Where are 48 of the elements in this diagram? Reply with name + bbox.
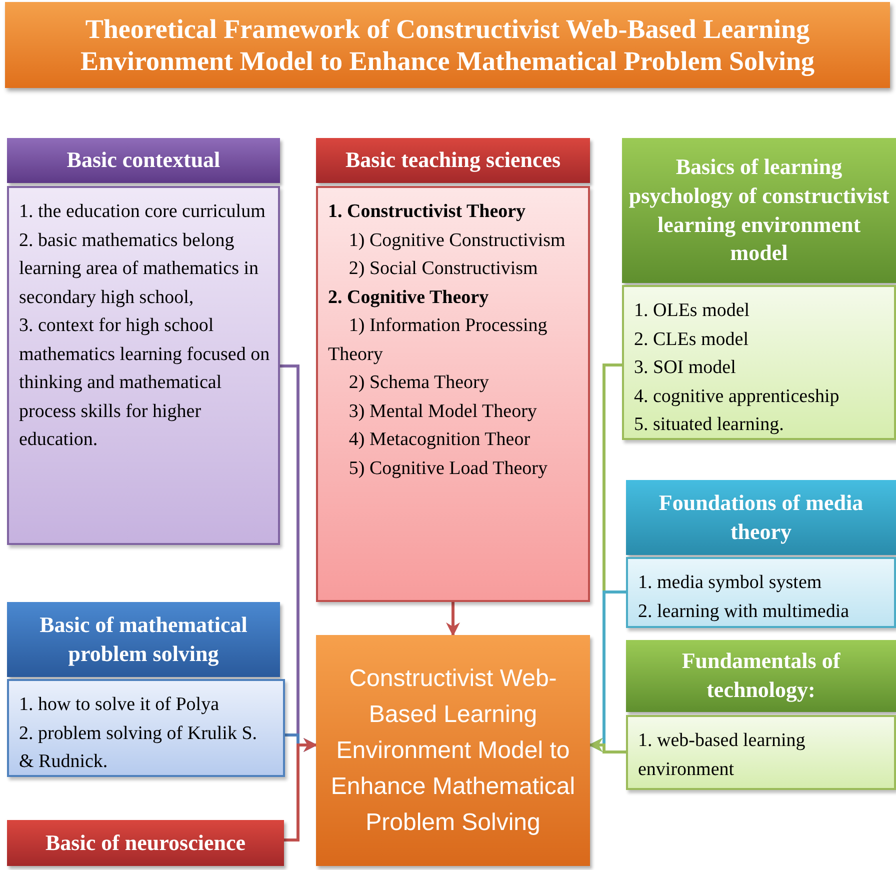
- header-text: Basic teaching sciences: [344, 146, 562, 174]
- list-item: 5. situated learning.: [634, 413, 785, 437]
- list-panel: [7, 186, 280, 545]
- list-item: 2. basic mathematics belong learning area of mathematics in secondary high school,: [19, 228, 260, 310]
- model-text: Constructivist Web-Based Learning Environment Model to Enhance Mathematical Problem Solving: [330, 664, 576, 838]
- list-item: 4. cognitive apprenticeship: [634, 384, 840, 408]
- section-header: [7, 602, 280, 677]
- list-item: 2. learning with multimedia: [638, 600, 850, 624]
- list-item: 1. media symbol system: [638, 571, 823, 595]
- list-item: 3. SOI model: [634, 356, 737, 380]
- section-header: [7, 820, 284, 866]
- section-header: [626, 640, 896, 712]
- title-banner: Theoretical Framework of Constructivist Web-Based Learning Environment Model to Enhance Mathematical Problem Solving: [5, 2, 890, 88]
- list-item: 2. Cognitive Theory: [328, 286, 490, 310]
- list-item: 3) Mental Model Theory: [348, 400, 538, 424]
- connector-arrow: [284, 738, 318, 842]
- list-item: 1) Information Processing Theory: [328, 314, 548, 366]
- header-text: Basic of mathematical problem solving: [38, 610, 248, 668]
- list-item: 1. how to solve it of Polya: [19, 693, 220, 717]
- section-header: [622, 138, 896, 283]
- header-text: Basic of neuroscience: [44, 828, 246, 857]
- list-item: 1. the education core curriculum: [19, 200, 266, 224]
- list-panel: [626, 557, 896, 628]
- header-text: Basic contextual: [66, 146, 222, 174]
- connector-arrow: [446, 602, 460, 636]
- list-panel: [622, 285, 896, 440]
- list-item: 3. context for high school mathematics learning focused on thinking and mathematical process skills for higher education.: [19, 314, 270, 452]
- list-item: 2. problem solving of Krulik S. & Rudnick.: [19, 722, 258, 774]
- list-item: 2. CLEs model: [634, 328, 750, 352]
- section-header: [7, 138, 280, 183]
- header-text: Foundations of media theory: [658, 488, 864, 546]
- list-item: 1. OLEs model: [634, 299, 751, 323]
- list-item: 4) Metacognition Theor: [348, 428, 532, 452]
- list-item: 1. Constructivist Theory: [328, 200, 527, 224]
- list-item: 2) Schema Theory: [348, 371, 490, 395]
- model-box: [316, 635, 590, 866]
- header-text: Basics of learning psychology of constructivist learning environment model: [628, 153, 890, 268]
- list-panel: [7, 679, 285, 777]
- list-panel: [316, 186, 590, 602]
- list-item: 5) Cognitive Load Theory: [348, 456, 548, 480]
- list-item: 1. web-based learning environment: [638, 729, 806, 782]
- header-text: Fundamentals of technology:: [680, 647, 842, 704]
- list-panel: [626, 715, 896, 790]
- section-header: [316, 138, 590, 183]
- section-header: [626, 480, 896, 555]
- connector-arrow: [588, 738, 626, 754]
- list-item: 1) Cognitive Constructivism: [348, 228, 566, 252]
- list-item: 2) Social Constructivism: [348, 257, 539, 281]
